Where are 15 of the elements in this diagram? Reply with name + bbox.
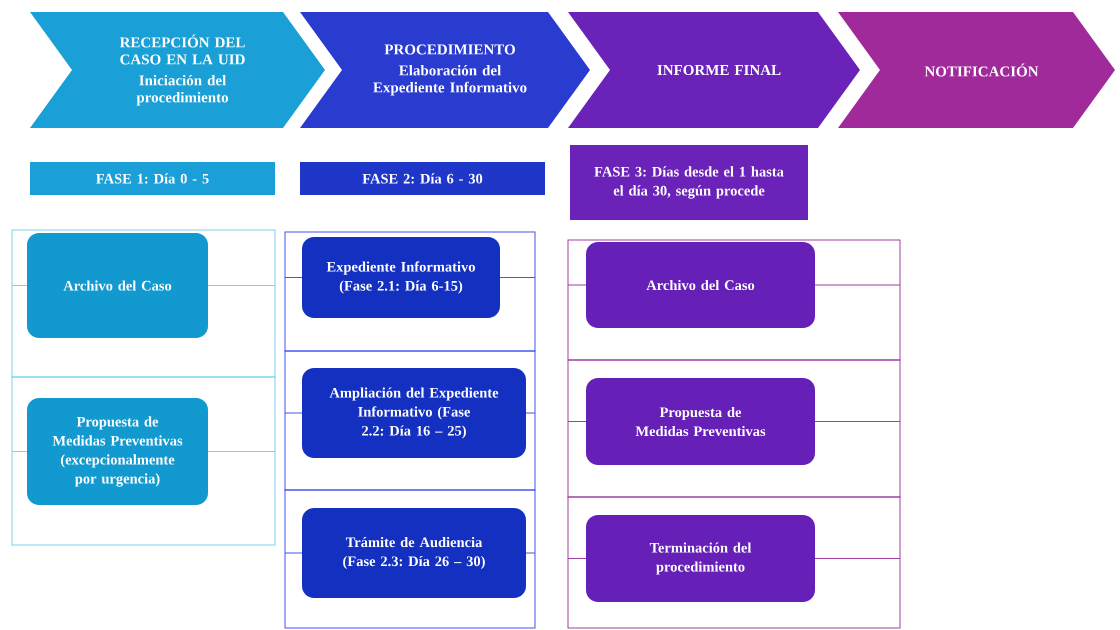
phase-bar: FASE 3: Días desde el 1 hasta el día 30, según procede	[570, 145, 808, 220]
step-box: Terminación del procedimiento	[586, 515, 815, 602]
step-box: Archivo del Caso	[586, 242, 815, 328]
stage-banner: RECEPCIÓN DEL CASO EN LA UID Iniciación del procedimiento	[30, 12, 325, 128]
step-box: Expediente Informativo (Fase 2.1: Día 6-15)	[302, 237, 500, 318]
stage-banner: NOTIFICACIÓN	[838, 12, 1115, 128]
phase-bar: FASE 2: Día 6 - 30	[300, 162, 545, 195]
stage-banner: PROCEDIMIENTO Elaboración del Expediente Informativo	[300, 12, 590, 128]
phase-bar: FASE 1: Día 0 - 5	[30, 162, 275, 195]
stage-banner: INFORME FINAL	[568, 12, 860, 128]
step-box: Propuesta de Medidas Preventivas (excepcionalmente por urgencia)	[27, 398, 208, 505]
step-box: Archivo del Caso	[27, 233, 208, 338]
step-box: Ampliación del Expediente Informativo (Fase 2.2: Día 16 – 25)	[302, 368, 526, 458]
step-box: Propuesta de Medidas Preventivas	[586, 378, 815, 465]
step-box: Trámite de Audiencia (Fase 2.3: Día 26 – 30)	[302, 508, 526, 598]
